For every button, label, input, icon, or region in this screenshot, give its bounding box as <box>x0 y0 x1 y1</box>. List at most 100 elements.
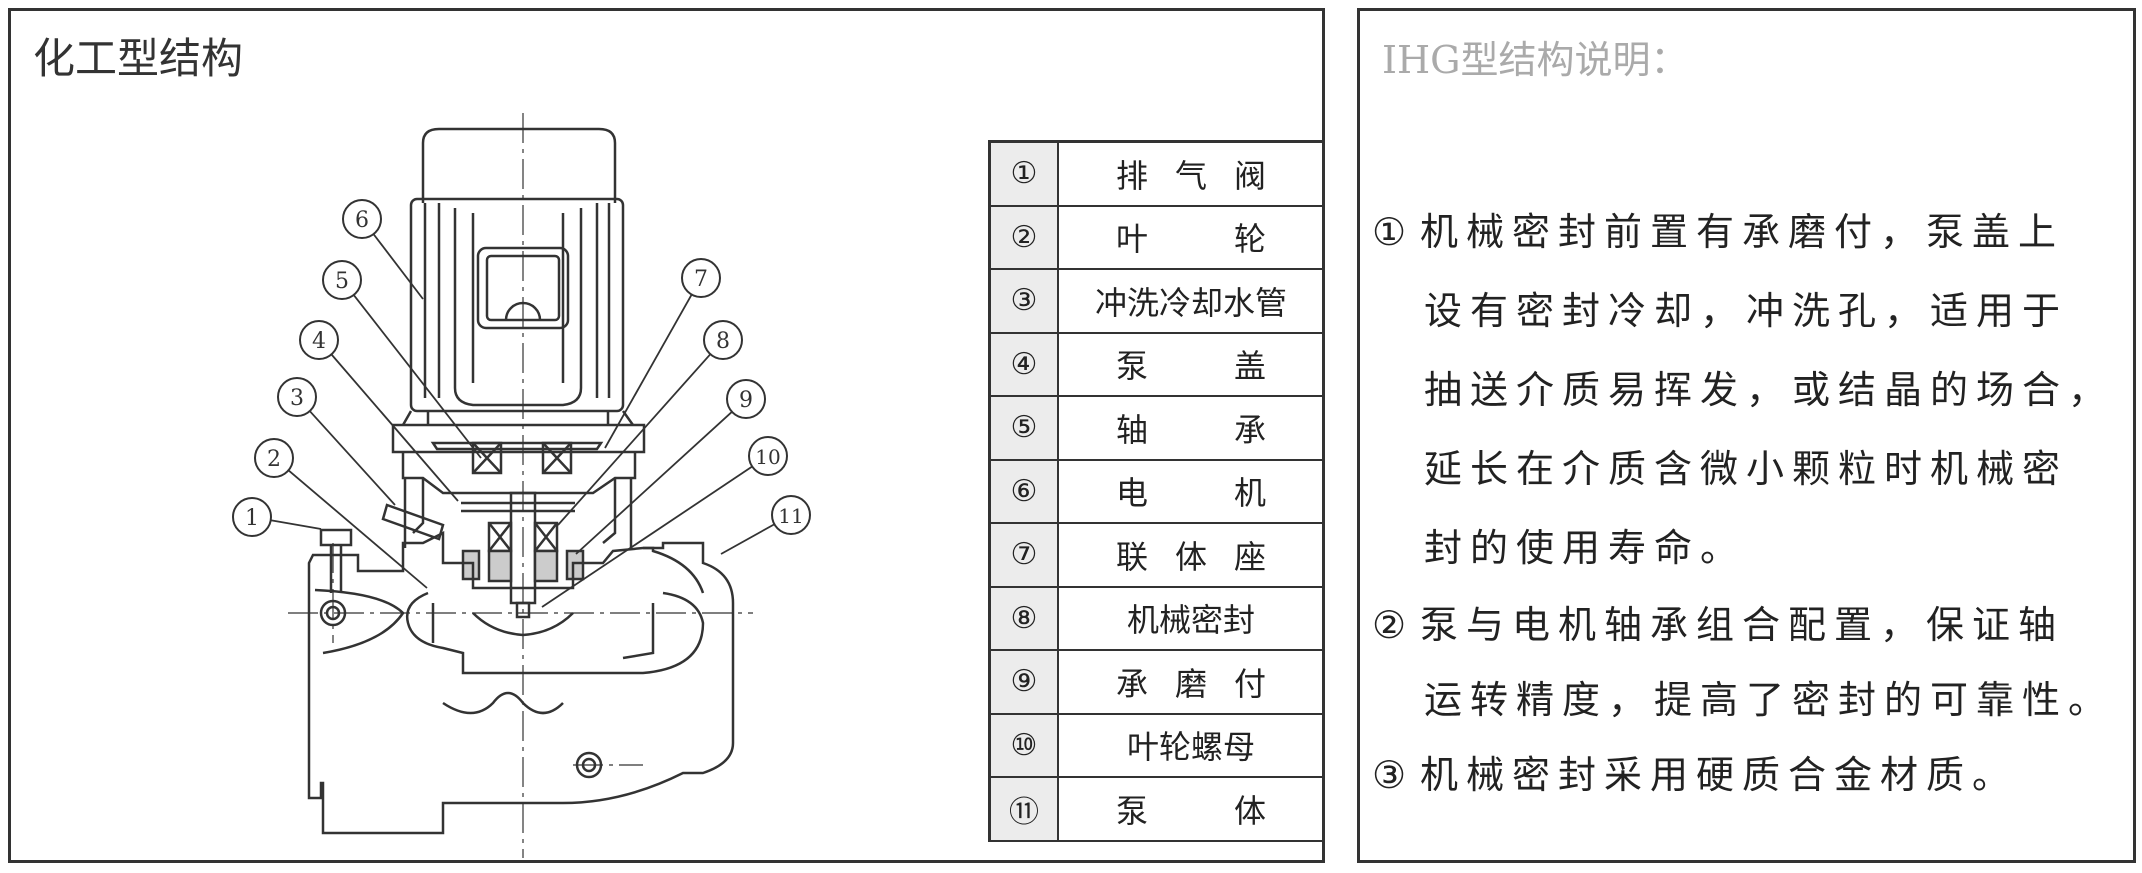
leader-line <box>372 233 424 300</box>
callout-label: 3 <box>290 386 304 411</box>
motor-fan-cover <box>421 127 617 203</box>
part-name-text: 冲洗冷却水管 <box>1094 283 1287 322</box>
table-row: ④ 泵盖 <box>988 331 1325 397</box>
part-name-text: 承磨付 <box>1116 664 1266 703</box>
callout-circle <box>342 199 382 239</box>
part-name: 叶轮螺母 <box>1057 712 1325 778</box>
table-row: ③ 冲洗冷却水管 <box>988 268 1325 334</box>
leader-line <box>575 411 733 555</box>
table-row: ① 排气阀 <box>988 140 1325 207</box>
callout-circle <box>726 379 766 419</box>
part-name: 机械密封 <box>1057 585 1325 651</box>
note-line: 抽送介质易挥发，或结晶的场合， <box>1372 351 2132 430</box>
leader-line <box>352 294 482 459</box>
callout-circle <box>299 320 339 360</box>
part-number: ② <box>988 204 1059 270</box>
table-row: ⑪ 泵体 <box>988 776 1325 842</box>
pump-drawing: 1 2 3 4 56 7 8 9 10 11 <box>232 113 811 858</box>
leader-line <box>330 353 459 502</box>
callout-circle <box>703 320 743 360</box>
callout-11: 11 <box>720 495 811 555</box>
callout-4: 4 <box>299 320 459 502</box>
part-name-text: 机械密封 <box>1126 601 1255 640</box>
part-name-text: 泵体 <box>1116 791 1266 830</box>
part-name: 冲洗冷却水管 <box>1057 268 1325 334</box>
structure-diagram-panel: 化工型结构 <box>8 8 1325 863</box>
part-number: ⑦ <box>988 522 1059 588</box>
part-number: ⑤ <box>988 395 1059 461</box>
part-name: 轴承 <box>1057 395 1325 461</box>
pump-body <box>307 530 735 835</box>
note-marker: ② <box>1372 603 1407 647</box>
callout-5: 5 <box>322 260 482 459</box>
callout-circle <box>322 260 362 300</box>
part-name-text: 叶轮 <box>1116 220 1266 259</box>
leader-line <box>557 353 712 526</box>
callout-label: 9 <box>739 388 753 413</box>
panel-title: IHG型结构说明： <box>1382 38 1689 82</box>
note-text: 运转精度，提高了密封的可靠性。 <box>1424 678 2115 722</box>
callout-circle <box>254 438 294 478</box>
callout-label: 1 <box>245 506 259 531</box>
note-line: 延长在介质含微小颗粒时机械密 <box>1372 430 2132 509</box>
part-number: ④ <box>988 331 1059 397</box>
motor-body <box>409 197 625 413</box>
panel-title: 化工型结构 <box>33 34 244 83</box>
callout-circle <box>232 497 272 537</box>
callout-label: 7 <box>694 267 708 292</box>
part-number: ⑨ <box>988 649 1059 715</box>
note-text: 机械密封采用硬质合金材质。 <box>1420 753 2019 797</box>
part-name-text: 排气阀 <box>1116 156 1266 195</box>
callout-label: 5 <box>335 269 349 294</box>
part-name: 联体座 <box>1057 522 1325 588</box>
bracket-flange <box>391 423 646 454</box>
callout-10: 10 <box>541 436 788 608</box>
note-line: 封的使用寿命。 <box>1372 509 2132 588</box>
callout-label: 4 <box>312 329 326 354</box>
callout-circle <box>277 377 317 417</box>
note-line: ① 机械密封前置有承磨付，泵盖上 <box>1372 193 2132 272</box>
leader-line <box>287 469 428 589</box>
note-text: 延长在介质含微小颗粒时机械密 <box>1424 447 2069 491</box>
terminal-box <box>476 246 570 330</box>
callout-circle <box>748 436 788 476</box>
leader-line <box>604 294 693 449</box>
note-text: 封的使用寿命。 <box>1424 526 1747 570</box>
table-row: ⑥ 电机 <box>988 458 1325 524</box>
table-row: ⑦ 联体座 <box>988 522 1325 588</box>
callout-6: 6 <box>342 199 424 300</box>
callout-label: 11 <box>778 504 803 528</box>
note-text: 抽送介质易挥发，或结晶的场合， <box>1424 368 2115 412</box>
callout-label: 8 <box>716 329 730 354</box>
part-name: 排气阀 <box>1057 140 1325 207</box>
part-name-text: 电机 <box>1116 474 1266 513</box>
part-name-text: 泵盖 <box>1116 347 1266 386</box>
note-text: 机械密封前置有承磨付，泵盖上 <box>1420 210 2065 254</box>
part-name: 承磨付 <box>1057 649 1325 715</box>
note-marker: ① <box>1372 210 1407 254</box>
part-number: ⑩ <box>988 712 1059 778</box>
part-name-text: 叶轮螺母 <box>1126 728 1255 767</box>
leader-line <box>309 410 396 506</box>
part-number: ⑪ <box>988 776 1059 842</box>
part-number: ⑥ <box>988 458 1059 524</box>
callout-7: 7 <box>604 258 721 449</box>
part-number: ③ <box>988 268 1059 334</box>
table-row: ② 叶轮 <box>988 204 1325 270</box>
callout-label: 10 <box>755 445 780 469</box>
callout-3: 3 <box>277 377 396 506</box>
callout-circle <box>771 495 811 535</box>
callout-label: 2 <box>267 447 281 472</box>
table-row: ⑨ 承磨付 <box>988 649 1325 715</box>
callout-8: 8 <box>557 320 743 526</box>
part-name-text: 联体座 <box>1116 537 1266 576</box>
part-name: 叶轮 <box>1057 204 1325 270</box>
part-number: ① <box>988 140 1059 207</box>
